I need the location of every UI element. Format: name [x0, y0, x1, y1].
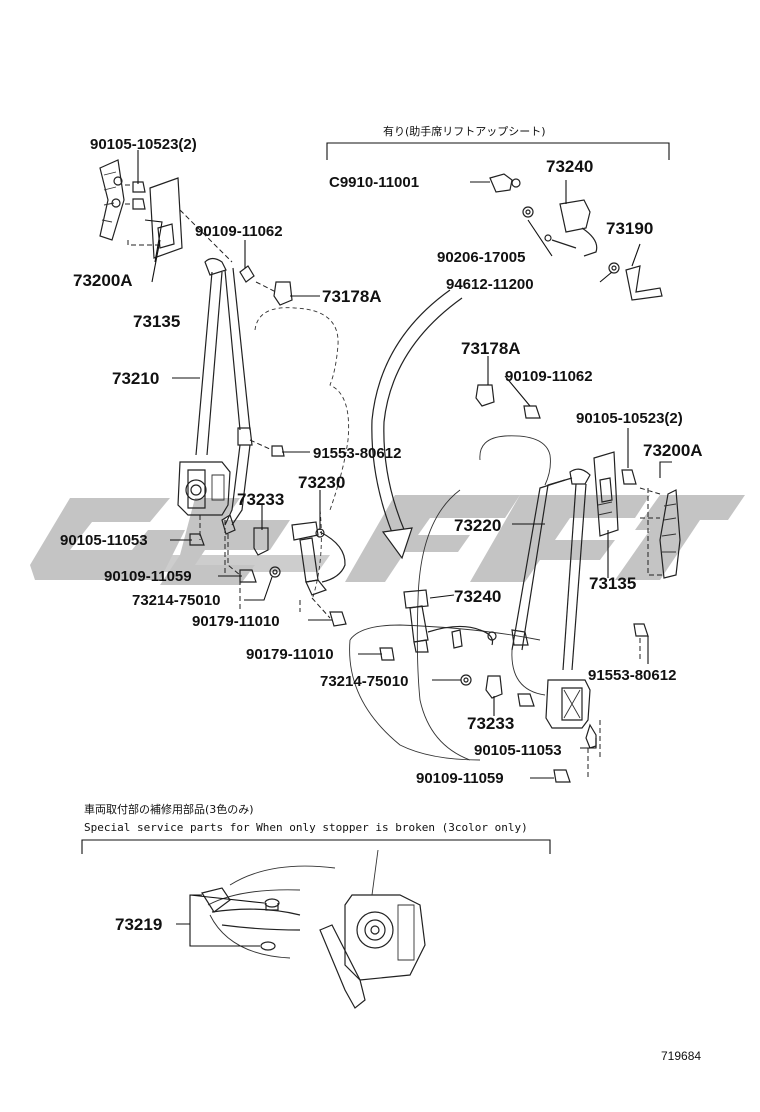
service-parts-note-en: Special service parts for When only stop… — [84, 821, 528, 834]
label-73200A-left: 73200A — [73, 271, 133, 290]
label-73178A-left: 73178A — [322, 287, 382, 306]
leader-lines — [137, 150, 672, 947]
label-90105-10523-left: 90105-10523(2) — [90, 136, 197, 153]
notes: 車両取付部の補修用部品(3色のみ) Special service parts … — [84, 802, 701, 1063]
label-73178A-right: 73178A — [461, 339, 521, 358]
service-parts-note-jp: 車両取付部の補修用部品(3色のみ) — [84, 802, 254, 816]
label-73220: 73220 — [454, 516, 501, 535]
label-90109-11062-left: 90109-11062 — [195, 223, 283, 240]
label-90109-11059-right: 90109-11059 — [416, 770, 504, 787]
service-parts-detail — [81, 839, 551, 1009]
label-73214-left: 73214-75010 — [132, 592, 220, 609]
label-94612: 94612-11200 — [446, 276, 534, 293]
label-90105-11053-right: 90105-11053 — [474, 742, 562, 759]
label-c9910: C9910-11001 — [329, 174, 419, 191]
seat-outline-left — [254, 307, 350, 601]
label-73233-left: 73233 — [237, 490, 284, 509]
label-90206: 90206-17005 — [437, 249, 525, 266]
label-73240-option: 73240 — [546, 157, 593, 176]
label-91553-left: 91553-80612 — [313, 445, 401, 462]
label-73219: 73219 — [115, 915, 162, 934]
label-73135-right: 73135 — [589, 574, 636, 593]
label-91553-right: 91553-80612 — [588, 667, 676, 684]
label-73200A-right: 73200A — [643, 441, 703, 460]
label-73240-main: 73240 — [454, 587, 501, 606]
label-90105-10523-right: 90105-10523(2) — [576, 410, 683, 427]
lift-seat-option-parts — [489, 173, 663, 301]
left-belt-assembly — [99, 159, 347, 627]
label-73214-right: 73214-75010 — [320, 673, 408, 690]
label-90105-11053-left: 90105-11053 — [60, 532, 148, 549]
label-73135-left: 73135 — [133, 312, 180, 331]
transfer-arrow — [371, 289, 463, 560]
part-labels: 90105-10523(2) 90109-11062 73200A 73178A… — [60, 136, 703, 934]
label-73233-right: 73233 — [467, 714, 514, 733]
label-90179-right: 90179-11010 — [246, 646, 334, 663]
label-73230: 73230 — [298, 473, 345, 492]
seat-outline-right — [349, 435, 551, 761]
label-73210: 73210 — [112, 369, 159, 388]
label-90109-11059-left: 90109-11059 — [104, 568, 192, 585]
label-90109-11062-right: 90109-11062 — [505, 368, 593, 385]
lift-seat-option-note: 有り(助手席リフトアップシート) — [383, 124, 546, 138]
label-90179-left: 90179-11010 — [192, 613, 280, 630]
diagram-number: 719684 — [661, 1049, 701, 1063]
lift-seat-option-bracket: 有り(助手席リフトアップシート) — [326, 124, 670, 160]
label-73190: 73190 — [606, 219, 653, 238]
right-belt-assembly — [379, 384, 681, 783]
